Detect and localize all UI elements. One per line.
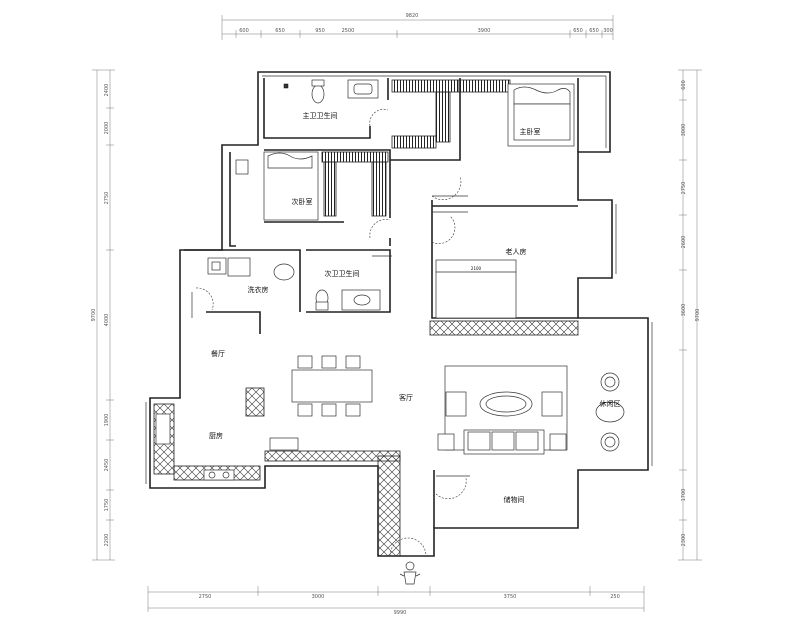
- dim-left-seg: 4000: [104, 314, 110, 327]
- dim-top-seg: 300: [603, 28, 613, 34]
- dim-right-seg: 2300: [681, 534, 687, 547]
- kitchen-fixtures: [155, 413, 299, 481]
- dim-right-seg: 3000: [681, 124, 687, 137]
- dim-bottom-total: 9990: [394, 610, 407, 616]
- bed-length-label: 2100: [471, 266, 482, 271]
- dim-right-seg: 2600: [681, 236, 687, 249]
- dining-set: [291, 355, 373, 417]
- dim-top-seg: 650: [275, 28, 285, 34]
- room-label-second-bedroom: 次卧室: [292, 197, 313, 206]
- room-label-guest-bath: 次卫卫生间: [325, 269, 360, 278]
- wardrobes: [321, 79, 511, 217]
- guest-bath-fixtures: [315, 289, 381, 311]
- room-label-storage: 储物间: [504, 495, 525, 504]
- interior-walls: [184, 78, 579, 528]
- room-label-laundry: 洗衣房: [248, 285, 269, 294]
- room-label-master-bath: 主卫卫生间: [303, 111, 338, 120]
- room-label-elder-room: 老人房: [506, 247, 527, 256]
- dim-left-seg: 2200: [104, 534, 110, 547]
- dimension-lines: 9820 600 650 950 2500 3900 650 650 300 2…: [91, 13, 702, 616]
- room-label-tea-area: 休闲区: [600, 399, 621, 408]
- dim-left-total: 9700: [91, 309, 97, 322]
- dim-top-seg: 2500: [342, 28, 355, 34]
- dim-right-seg: 3600: [681, 304, 687, 317]
- dim-right-seg: 2750: [681, 182, 687, 195]
- room-label-master-bedroom: 主卧室: [520, 127, 541, 136]
- master-bath-fixtures: [283, 79, 379, 104]
- laundry-fixtures: [207, 257, 295, 281]
- room-label-kitchen: 厨房: [209, 431, 223, 440]
- dim-top-seg: 950: [315, 28, 325, 34]
- room-label-dining: 餐厅: [211, 349, 225, 358]
- tea-area-set: [595, 372, 625, 452]
- dim-top-seg: 3900: [478, 28, 491, 34]
- dim-right-ticks: [679, 99, 687, 521]
- dim-bottom-seg: 250: [610, 594, 620, 600]
- dim-left-seg: 2450: [104, 459, 110, 472]
- dim-right-total: 9700: [695, 309, 701, 322]
- dim-left-ticks: [106, 107, 114, 521]
- dim-left-seg: 2000: [104, 122, 110, 135]
- dim-top-seg: 600: [239, 28, 249, 34]
- dim-top-seg: 650: [589, 28, 599, 34]
- dim-bottom-seg: 3000: [312, 594, 325, 600]
- doors: [191, 109, 470, 557]
- dim-left-seg: 2400: [104, 84, 110, 97]
- living-set: [437, 365, 568, 455]
- dim-bottom-seg: 2750: [199, 594, 212, 600]
- dim-right-seg: 600: [681, 80, 687, 90]
- elder-bed: 2100: [435, 259, 517, 319]
- master-bed: [507, 83, 575, 147]
- room-labels: 主卫卫生间 主卧室 次卧室 洗衣房 次卫卫生间 老人房 餐厅 客厅 厨房 休闲区…: [209, 111, 621, 504]
- dim-left-seg: 1750: [104, 499, 110, 512]
- dim-right-seg: 1700: [681, 489, 687, 502]
- dim-left-seg: 2750: [104, 192, 110, 205]
- second-bed: [235, 151, 319, 221]
- dim-top-seg: 650: [573, 28, 583, 34]
- dim-top-total: 9820: [406, 13, 419, 19]
- dim-bottom-seg: 3750: [504, 594, 517, 600]
- dim-top-segments: 600 650 950 2500 3900 650 650 300: [235, 28, 613, 38]
- dim-left-seg: 1900: [104, 414, 110, 427]
- entrance-figure: [399, 561, 421, 585]
- room-label-living: 客厅: [399, 393, 413, 402]
